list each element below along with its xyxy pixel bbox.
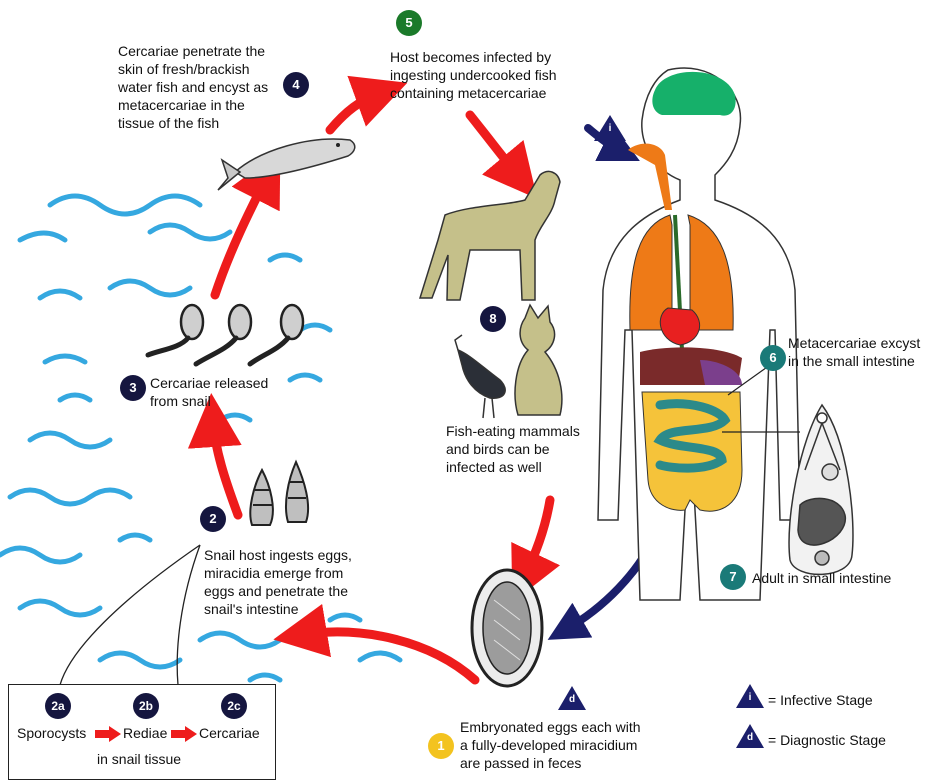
snail-tissue-box: 2a 2b 2c Sporocysts Rediae Cercariae in … bbox=[8, 684, 276, 780]
arrow-sporocysts-to-rediae bbox=[95, 726, 121, 742]
stage-7-text: Adult in small intestine bbox=[752, 569, 891, 587]
stage-7-badge: 7 bbox=[720, 564, 746, 590]
arrow-snail-to-cercariae bbox=[213, 420, 238, 515]
legend-infective-icon: i bbox=[736, 684, 764, 708]
stage-1-badge: 1 bbox=[428, 733, 454, 759]
stage-2c-badge: 2c bbox=[221, 693, 247, 719]
arrow-fish-to-host bbox=[330, 92, 382, 130]
rediae-label: Rediae bbox=[123, 725, 167, 741]
stage-6-text: Metacercariae excyst in the small intest… bbox=[788, 334, 920, 370]
stage-6-badge: 6 bbox=[760, 345, 786, 371]
arrow-animals-to-egg bbox=[524, 500, 550, 578]
stage-8-badge: 8 bbox=[480, 306, 506, 332]
arrow-rediae-to-cercariae bbox=[171, 726, 197, 742]
stage-8-text: Fish-eating mammals and birds can be inf… bbox=[446, 422, 580, 476]
legend-diagnostic-label: = Diagnostic Stage bbox=[768, 732, 886, 748]
cat-illustration bbox=[515, 305, 562, 415]
stage-5-text: Host becomes infected by ingesting under… bbox=[390, 48, 557, 102]
legend-diagnostic-symbol: d bbox=[746, 732, 754, 743]
diagnostic-stage-marker: d bbox=[558, 686, 586, 710]
stage-2b-badge: 2b bbox=[133, 693, 159, 719]
stage-4-text: Cercariae penetrate the skin of fresh/br… bbox=[118, 42, 268, 132]
legend-infective-label: = Infective Stage bbox=[768, 692, 873, 708]
stage-1-text: Embryonated eggs each with a fully-devel… bbox=[460, 718, 641, 772]
diagnostic-marker-symbol: d bbox=[568, 694, 576, 705]
human-body-illustration bbox=[598, 68, 800, 600]
cercariae-illustration bbox=[148, 305, 303, 364]
sporocysts-label: Sporocysts bbox=[17, 725, 86, 741]
stage-2a-badge: 2a bbox=[45, 693, 71, 719]
infective-stage-marker: i bbox=[594, 115, 626, 141]
egg-illustration bbox=[472, 570, 542, 686]
snail-box-caption: in snail tissue bbox=[97, 751, 181, 767]
infective-marker-symbol: i bbox=[606, 123, 614, 134]
bird-illustration bbox=[455, 335, 505, 418]
snail-illustration bbox=[250, 462, 308, 525]
arrow-host-to-dog bbox=[470, 115, 520, 178]
cercariae-label: Cercariae bbox=[199, 725, 260, 741]
stage-3-badge: 3 bbox=[120, 375, 146, 401]
dog-illustration bbox=[420, 171, 560, 300]
stage-3-text: Cercariae released from snail bbox=[150, 374, 268, 410]
legend-infective-symbol: i bbox=[746, 692, 754, 703]
fish-illustration bbox=[218, 139, 355, 190]
legend-diagnostic-icon: d bbox=[736, 724, 764, 748]
stage-2-text: Snail host ingests eggs, miracidia emerg… bbox=[204, 546, 352, 618]
stage-4-badge: 4 bbox=[283, 72, 309, 98]
stage-2-badge: 2 bbox=[200, 506, 226, 532]
stage-5-badge: 5 bbox=[396, 10, 422, 36]
